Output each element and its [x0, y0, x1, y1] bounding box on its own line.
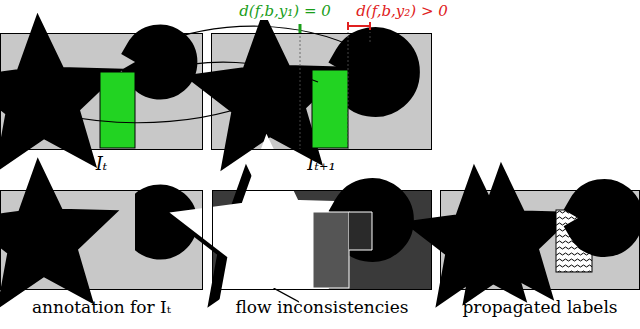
panel-caption: annotation for Iₜ — [32, 297, 171, 317]
panel-caption: Iₜ₊₁ — [307, 153, 335, 174]
distance-bracket — [348, 22, 370, 30]
star-shape — [0, 198, 79, 281]
inconsistent-region — [349, 212, 372, 250]
guide-line — [300, 36, 301, 150]
rect-shape — [100, 72, 135, 148]
distance-formula: d(f,b,y₂) > 0 — [354, 2, 450, 20]
panel-ground — [211, 33, 432, 150]
panel-caption: flow inconsistencies — [235, 297, 408, 317]
rect-shape — [313, 212, 349, 288]
image-panel: propagated labels — [440, 190, 640, 290]
distance-formula: d(f,b,y₁) = 0 — [237, 2, 333, 20]
panel-caption: propagated labels — [462, 297, 617, 317]
panel-ground — [212, 190, 432, 290]
image-panel: Iₜ₊₁ — [211, 33, 432, 150]
image-panel: annotation for Iₜ — [0, 190, 203, 290]
star-shape — [0, 55, 81, 143]
panel-caption: Iₜ — [96, 153, 108, 174]
pacman-shape — [581, 192, 630, 244]
flow-arrow — [152, 26, 360, 50]
pacman-shape — [349, 42, 405, 102]
flow-arrow — [160, 62, 318, 82]
guide-line — [348, 24, 349, 150]
star-shape — [228, 198, 309, 281]
image-panel: flow inconsistencies — [212, 190, 432, 290]
flow-arrow — [10, 96, 262, 123]
pacman-shape — [138, 37, 185, 87]
image-panel: Iₜ — [0, 33, 203, 150]
star-shape — [464, 200, 540, 278]
